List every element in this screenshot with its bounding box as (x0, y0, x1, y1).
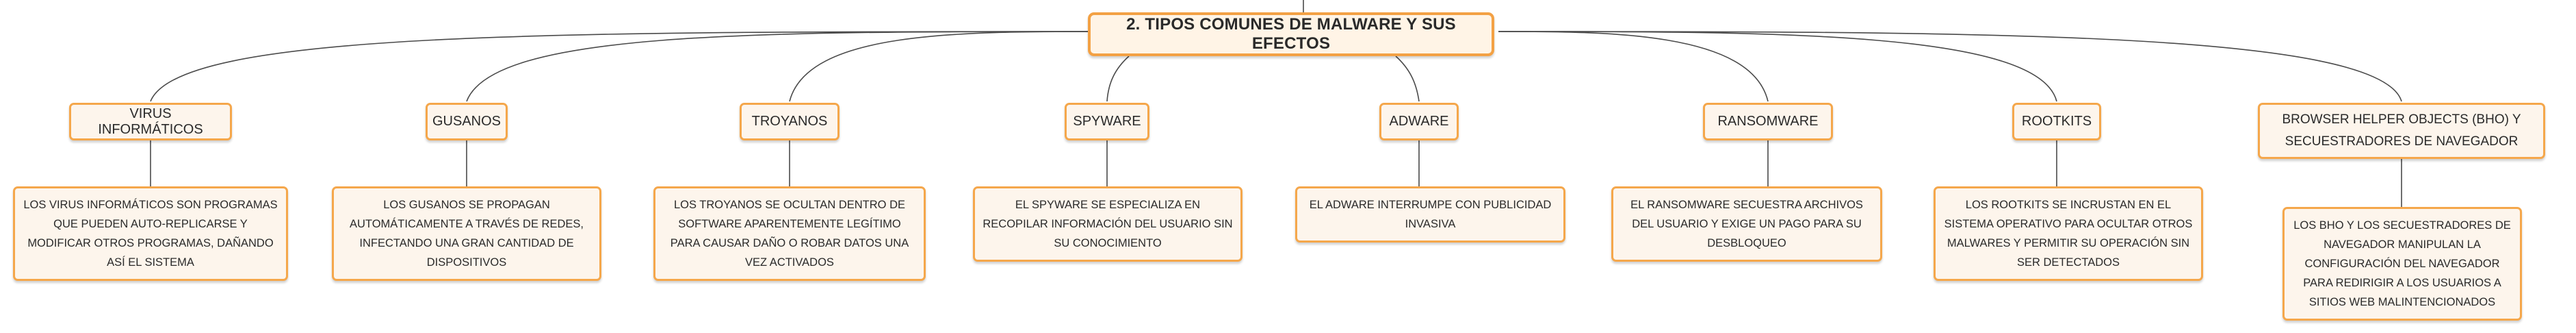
topic-rootkits[interactable]: ROOTKITS (2012, 103, 2101, 140)
description-text: LOS GUSANOS SE PROPAGAN AUTOMÁTICAMENTE … (350, 199, 584, 269)
topic-ransomware[interactable]: RANSOMWARE (1703, 103, 1833, 140)
connector-bho (1498, 31, 2402, 102)
topic-bho[interactable]: BROWSER HELPER OBJECTS (BHO) Y SECUESTRA… (2258, 103, 2545, 159)
connector-rootkits (1498, 31, 2057, 102)
connector-adware (1395, 56, 1420, 102)
description-ransomware[interactable]: EL RANSOMWARE SECUESTRA ARCHIVOS DEL USU… (1611, 186, 1882, 262)
description-text: LOS ROOTKITS SE INCRUSTAN EN EL SISTEMA … (1944, 199, 2193, 269)
connector-ransomware (1498, 31, 1769, 102)
root-topic-label: 2. TIPOS COMUNES DE MALWARE Y SUS EFECTO… (1126, 15, 1456, 53)
topic-gusanos[interactable]: GUSANOS (426, 103, 508, 140)
description-text: EL ADWARE INTERRUMPE CON PUBLICIDAD INVA… (1309, 199, 1552, 230)
topic-label: GUSANOS (432, 114, 502, 129)
topic-label: TROYANOS (751, 114, 828, 129)
description-text: LOS BHO Y LOS SECUESTRADORES DE NAVEGADO… (2293, 219, 2511, 308)
connector-spyware (1106, 56, 1130, 102)
description-troyanos[interactable]: LOS TROYANOS SE OCULTAN DENTRO DE SOFTWA… (653, 186, 926, 281)
topic-adware[interactable]: ADWARE (1379, 103, 1459, 140)
topic-label: ADWARE (1389, 114, 1449, 129)
connector-troyanos (789, 31, 1102, 102)
topic-spyware[interactable]: SPYWARE (1065, 103, 1149, 140)
description-text: EL RANSOMWARE SECUESTRA ARCHIVOS DEL USU… (1630, 199, 1863, 249)
root-topic[interactable]: 2. TIPOS COMUNES DE MALWARE Y SUS EFECTO… (1088, 12, 1494, 56)
topic-label: SPYWARE (1073, 114, 1141, 129)
topic-label: VIRUS INFORMÁTICOS (98, 106, 203, 137)
topic-virus[interactable]: VIRUS INFORMÁTICOS (69, 103, 232, 140)
topic-troyanos[interactable]: TROYANOS (740, 103, 840, 140)
connector-gusanos (466, 31, 1102, 102)
description-spyware[interactable]: EL SPYWARE SE ESPECIALIZA EN RECOPILAR I… (973, 186, 1243, 262)
topic-label: ROOTKITS (2021, 114, 2092, 129)
description-text: LOS TROYANOS SE OCULTAN DENTRO DE SOFTWA… (670, 199, 909, 269)
description-rootkits[interactable]: LOS ROOTKITS SE INCRUSTAN EN EL SISTEMA … (1934, 186, 2203, 281)
description-text: LOS VIRUS INFORMÁTICOS SON PROGRAMAS QUE… (23, 199, 278, 269)
description-virus[interactable]: LOS VIRUS INFORMÁTICOS SON PROGRAMAS QUE… (13, 186, 288, 281)
topic-label: BROWSER HELPER OBJECTS (BHO) Y SECUESTRA… (2282, 112, 2521, 149)
description-gusanos[interactable]: LOS GUSANOS SE PROPAGAN AUTOMÁTICAMENTE … (332, 186, 601, 281)
description-adware[interactable]: EL ADWARE INTERRUMPE CON PUBLICIDAD INVA… (1295, 186, 1565, 243)
description-text: EL SPYWARE SE ESPECIALIZA EN RECOPILAR I… (983, 199, 1233, 249)
topic-label: RANSOMWARE (1717, 114, 1819, 129)
connector-virus (150, 31, 1102, 102)
description-bho[interactable]: LOS BHO Y LOS SECUESTRADORES DE NAVEGADO… (2282, 207, 2522, 321)
